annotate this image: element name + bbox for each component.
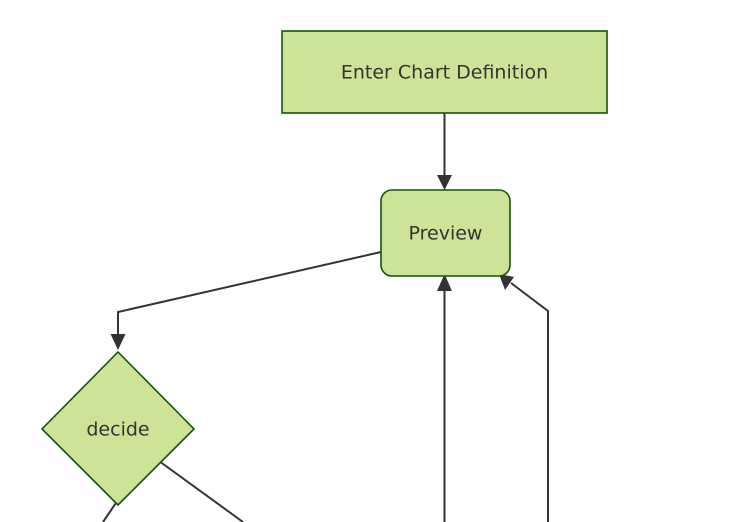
edge-bottom-right-to-preview[interactable] (499, 274, 549, 522)
edge-decide-right-offscreen[interactable] (158, 460, 244, 522)
node-decide-shape (40, 350, 196, 507)
node-preview[interactable]: Preview (380, 189, 511, 277)
node-enter-chart-definition[interactable]: Enter Chart Definition (281, 30, 608, 114)
arrowhead-down-icon (437, 175, 452, 190)
node-layer: Enter Chart Definition Preview decide (40, 30, 608, 507)
arrowhead-up-icon (437, 274, 452, 291)
edge-preview-to-decide-line (117, 251, 382, 339)
node-preview-shape (380, 189, 511, 277)
node-decide[interactable]: decide (40, 350, 196, 507)
edge-decide-bottom-offscreen-line (102, 499, 119, 522)
edge-decide-bottom-offscreen[interactable] (102, 499, 119, 522)
arrowhead-upleft-icon (499, 274, 514, 290)
edge-preview-to-decide[interactable] (110, 251, 382, 350)
edge-decide-right-offscreen-line (158, 460, 244, 522)
edge-enter-to-preview[interactable] (437, 113, 452, 190)
edge-bottom-center-to-preview[interactable] (437, 274, 452, 522)
edge-layer (102, 113, 549, 522)
node-enter-chart-definition-shape (281, 30, 608, 114)
edge-bottom-right-to-preview-line (510, 282, 549, 522)
arrowhead-down-icon (110, 334, 126, 350)
